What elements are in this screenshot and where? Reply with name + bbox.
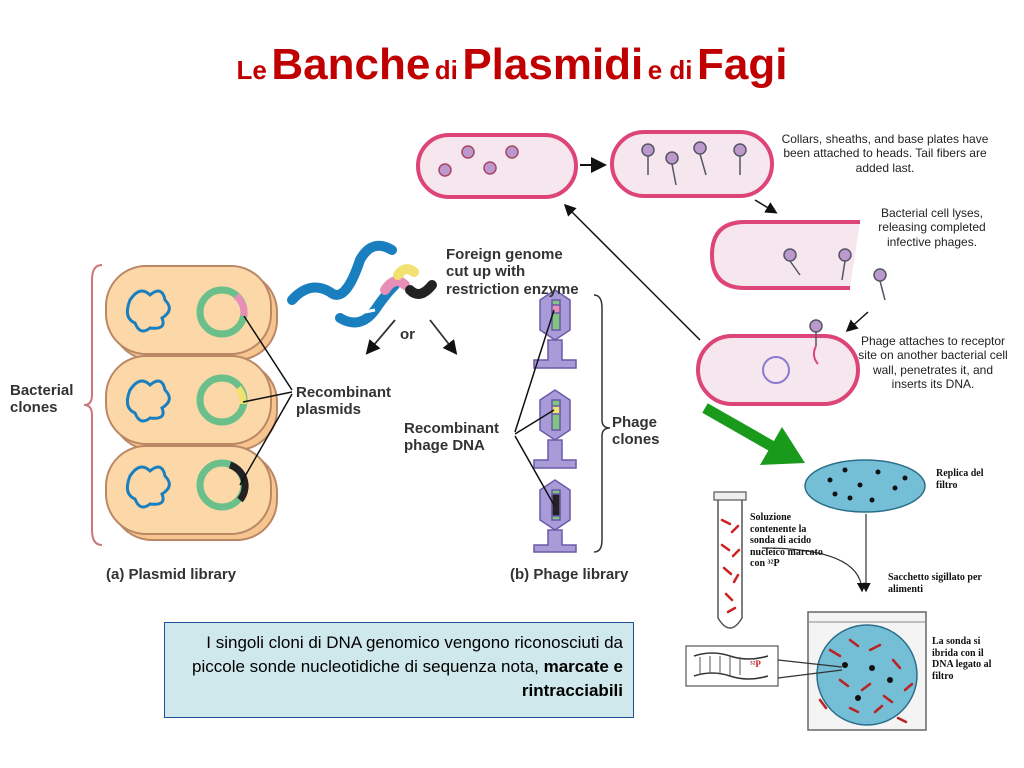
clones-bracket <box>83 264 103 546</box>
caption-lysis: Bacterial cell lyses, releasing complete… <box>878 206 986 249</box>
phage-cycle-cell-lysed <box>709 220 887 301</box>
foreign-genome-dna <box>287 240 437 328</box>
phage-clone-2 <box>533 389 577 469</box>
title-word: di <box>434 55 458 85</box>
description-text: I singoli cloni di DNA genomico vengono … <box>192 633 623 677</box>
page-title: Le Banche di Plasmidi e di Fagi <box>0 40 1024 90</box>
phage-cycle-cell-2 <box>610 130 774 198</box>
label-or: or <box>400 326 415 343</box>
label-recombinant-phage-dna: Recombinant phage DNA <box>404 420 500 455</box>
label-plasmid-library: (a) Plasmid library <box>106 566 237 583</box>
label-soluzione: Soluzione contenente la sonda di acido n… <box>750 512 823 569</box>
bacterium-cell-1 <box>105 265 278 361</box>
phage-cycle-cell-infected <box>696 319 860 406</box>
label-replica: Replica del filtro <box>936 468 984 491</box>
label-phage-library: (b) Phage library <box>510 566 629 583</box>
phage-clone-3 <box>533 479 577 553</box>
label-phage-clones: Phage clones <box>612 414 660 449</box>
caption-attachment: Phage attaches to receptor site on anoth… <box>858 334 1008 392</box>
phage-clone-1 <box>533 289 577 369</box>
sealed-bag <box>807 611 927 731</box>
label-bacterial-clones: Bacterial clones <box>10 382 74 417</box>
phage-bracket <box>593 294 611 553</box>
dna-zoom <box>685 645 843 687</box>
label-p32: ³²P <box>750 659 761 669</box>
green-arrow <box>702 403 805 465</box>
label-foreign-genome: Foreign genome cut up with restriction e… <box>446 246 579 298</box>
title-word: Le <box>236 55 267 85</box>
label-sacchetto: Sacchetto sigillato per alimenti <box>888 572 982 595</box>
bacterium-cell-2 <box>105 355 278 451</box>
label-recombinant-plasmids: Recombinant plasmids <box>296 384 392 419</box>
filter-replica <box>804 459 926 513</box>
title-word: Plasmidi <box>462 40 644 89</box>
title-word: e di <box>647 55 693 85</box>
title-word: Fagi <box>696 40 788 89</box>
caption-assembly: Collars, sheaths, and base plates have b… <box>781 132 989 175</box>
description-box: I singoli cloni di DNA genomico vengono … <box>164 622 634 718</box>
label-sonda: La sonda si ibrida con il DNA legato al … <box>932 636 992 682</box>
description-bold: marcate e rintracciabili <box>521 657 623 701</box>
title-word: Banche <box>271 40 431 89</box>
bacterium-cell-3 <box>105 445 278 541</box>
phage-cycle-cell-1 <box>416 133 578 199</box>
test-tube <box>713 491 747 629</box>
